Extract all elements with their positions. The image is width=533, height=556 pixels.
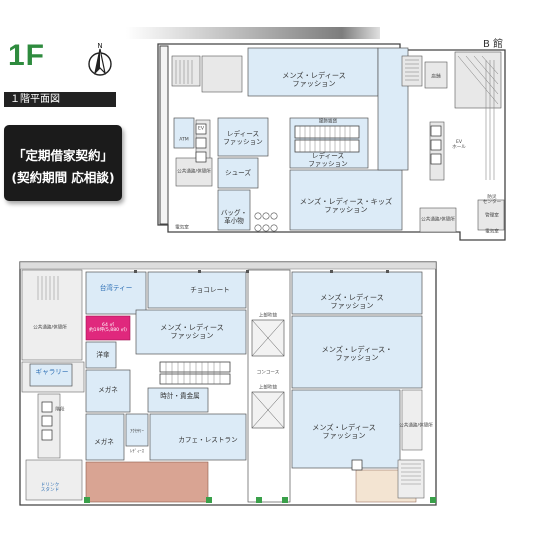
room-shoes: シューズ bbox=[224, 169, 252, 177]
floor-plan-label: １階平面図 bbox=[4, 92, 116, 107]
room-ladies-mid: レディースファッション bbox=[223, 130, 263, 146]
room-western-goods: 洋傘 bbox=[96, 351, 110, 359]
label-electric-upper-right: 電気室 bbox=[485, 229, 499, 235]
room-atm: ATM bbox=[179, 137, 189, 143]
label-electric-upper-left: 電気室 bbox=[175, 225, 189, 231]
lower-tenants bbox=[29, 271, 423, 469]
room-store-1: 店舗 bbox=[431, 74, 441, 80]
north-compass-icon: N bbox=[86, 40, 114, 80]
room-small-b: ﾚﾃﾞｨｰｽ bbox=[130, 449, 144, 455]
lower-escalator bbox=[159, 361, 231, 385]
concourse bbox=[247, 269, 291, 503]
room-mens-ladies-right-mid: メンズ・レディース・ファッション bbox=[321, 345, 393, 362]
lease-notice: 「定期借家契約」 (契約期間 応相談) bbox=[4, 125, 122, 201]
upper-ev-boxes bbox=[195, 123, 442, 165]
room-ladies-center: レディースファッション bbox=[308, 152, 348, 168]
room-service-counter: 服飾雑貨 bbox=[318, 119, 338, 125]
label-restroom-lower-right: 公共通路/休憩所 bbox=[399, 423, 433, 429]
room-mens-ladies-kids: メンズ・レディース・キッズファッション bbox=[299, 197, 393, 214]
upper-seating bbox=[254, 212, 278, 232]
room-glasses-left: メガネ bbox=[98, 386, 118, 394]
label-concourse: コンコース bbox=[256, 370, 280, 376]
label-upper-passage-2: 上部吹抜 bbox=[258, 385, 278, 391]
room-glasses-bottom: メガネ bbox=[94, 438, 114, 446]
label-stairs: 階段 bbox=[55, 407, 65, 413]
room-tea: 台湾ティー bbox=[99, 284, 133, 292]
room-mens-ladies-right-top: メンズ・レディースファッション bbox=[320, 293, 384, 310]
notice-line2: (契約期間 応相談) bbox=[11, 170, 115, 185]
label-restroom-upper-left: 公共通路/休憩所 bbox=[177, 169, 211, 175]
compass-letter: N bbox=[97, 42, 102, 50]
building-b-label: B 館 bbox=[483, 39, 504, 50]
room-cafe-restaurant: カフェ・レストラン bbox=[178, 436, 238, 444]
room-mens-ladies-right-bottom: メンズ・レディースファッション bbox=[312, 423, 376, 440]
header-rule bbox=[126, 27, 380, 39]
cafe-terrace bbox=[85, 461, 209, 503]
room-mens-ladies-top: メンズ・レディースファッション bbox=[282, 71, 346, 88]
label-ev-upper: EV bbox=[197, 126, 205, 132]
lower-ev-boxes bbox=[41, 401, 363, 471]
entrance-markers bbox=[84, 497, 436, 503]
label-restroom-lower-left: 公共通路/休憩所 bbox=[33, 325, 67, 331]
floor-number: 1F bbox=[8, 39, 46, 72]
room-small-a: ｱｸｾｻﾘｰ bbox=[130, 429, 144, 435]
room-watch-jewelry: 時計・貴金属 bbox=[160, 392, 200, 400]
highlight-tenant bbox=[85, 315, 131, 341]
upper-track bbox=[485, 60, 495, 180]
room-bag-accessory: バッグ・革小物 bbox=[220, 209, 248, 225]
room-mens-ladies-center: メンズ・レディースファッション bbox=[160, 323, 224, 340]
label-upper-passage: 上部吹抜 bbox=[258, 313, 278, 319]
room-drink-stand: ドリンクスタンド bbox=[40, 483, 60, 493]
label-restroom-upper-right: 公共通路/休憩所 bbox=[421, 217, 455, 223]
upper-tenants bbox=[173, 47, 409, 231]
upper-escalator bbox=[294, 125, 360, 153]
room-disaster-center: 防災センター bbox=[482, 195, 502, 205]
room-chocolate: チョコレート bbox=[190, 286, 230, 294]
room-gallery: ギャラリー bbox=[35, 368, 69, 376]
notice-line1: 「定期借家契約」 bbox=[12, 148, 113, 163]
room-management: 管理室 bbox=[485, 213, 499, 219]
